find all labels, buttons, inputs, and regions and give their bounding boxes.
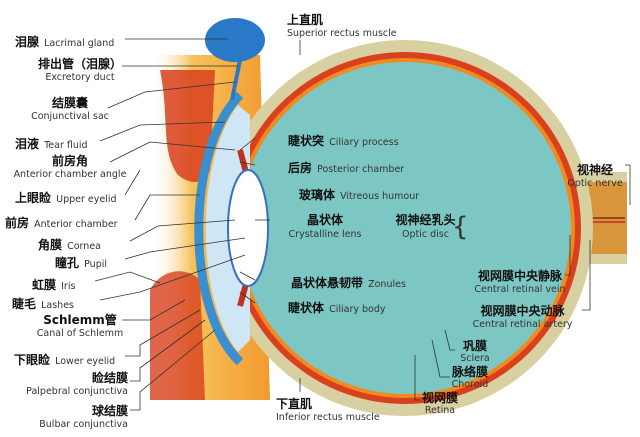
label-vitreous-humour: 玻璃体 Vitreous humour <box>299 188 420 202</box>
label-lower-eyelid: 下眼睑 Lower eyelid <box>14 353 116 367</box>
label-posterior-chamber: 后房 Posterior chamber <box>288 161 405 175</box>
label-anterior-chamber: 前房 Anterior chamber <box>5 216 118 230</box>
leader-lines <box>94 38 631 411</box>
label-excretory-duct: 排出管（泪腺）Excretory duct <box>37 57 122 83</box>
label-upper-eyelid: 上眼睑 Upper eyelid <box>15 191 117 205</box>
upper-eyelid <box>160 70 215 182</box>
lower-eyelid <box>150 271 205 400</box>
label-lashes: 睫毛 Lashes <box>12 297 74 311</box>
vitreous-shape <box>239 62 571 394</box>
lacrimal-gland-shape <box>205 18 265 62</box>
label-cornea: 角膜 Cornea <box>38 238 101 252</box>
label-zonules: 晶状体悬韧带 Zonules <box>291 276 406 290</box>
label-lacrimal-gland: 泪腺 Lacrimal gland <box>15 35 115 49</box>
label-iris: 虹膜 Iris <box>32 278 76 292</box>
label-ciliary-process: 睫状突 Ciliary process <box>288 134 399 148</box>
cornea-shape <box>194 91 244 366</box>
label-ciliary-body: 睫状体 Ciliary body <box>288 301 386 315</box>
lens-shape <box>227 169 269 287</box>
label-pupil: 瞳孔 Pupil <box>55 256 108 270</box>
label-tear-fluid: 泪液 Tear fluid <box>15 137 88 151</box>
optic-disc-brace: { <box>452 212 469 242</box>
